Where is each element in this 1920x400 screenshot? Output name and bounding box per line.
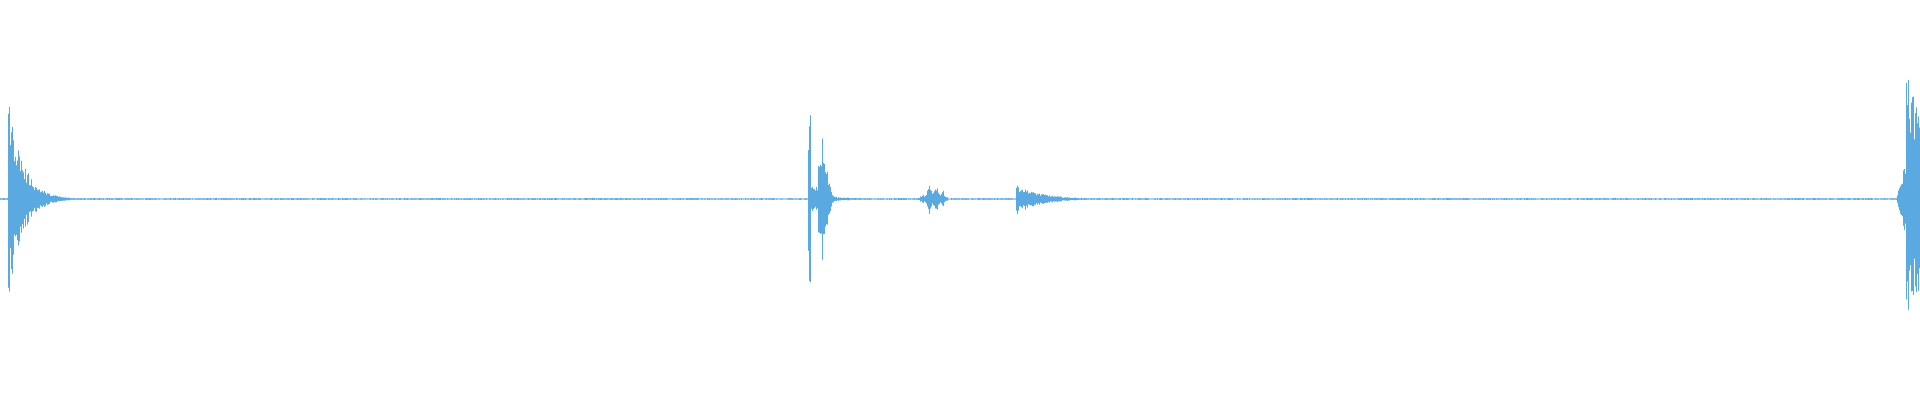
waveform-path <box>0 79 1920 310</box>
waveform-trace <box>0 79 1920 310</box>
